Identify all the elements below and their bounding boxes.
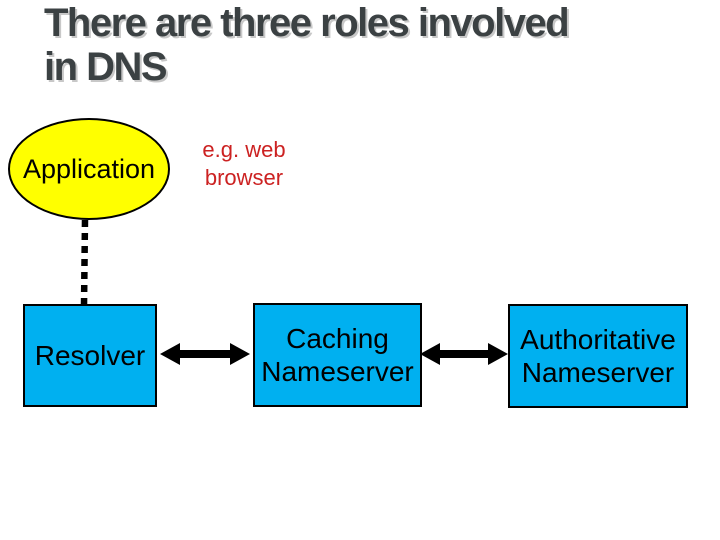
resolver-node: Resolver	[23, 304, 157, 407]
application-label: Application	[22, 153, 156, 184]
web-browser-annotation: e.g. web browser	[188, 136, 300, 192]
annotation-line-2: browser	[204, 165, 284, 190]
slide-title: There are three roles involved in DNS	[44, 1, 684, 89]
authoritative-nameserver-node: Authoritative Nameserver	[508, 304, 688, 408]
title-line-2: in DNS	[44, 45, 168, 89]
caching-label-line-2: Nameserver	[261, 356, 414, 387]
caching-nameserver-node: Caching Nameserver	[253, 303, 422, 407]
caching-label-line-1: Caching	[286, 323, 389, 354]
title-line-1: There are three roles involved	[44, 1, 570, 45]
application-resolver-dashed-connector	[80, 219, 89, 307]
resolver-caching-double-arrow-icon	[160, 343, 250, 365]
caching-authoritative-double-arrow-icon	[420, 343, 508, 365]
authoritative-label-line-1: Authoritative	[520, 324, 676, 355]
resolver-label: Resolver	[34, 340, 146, 371]
annotation-line-1: e.g. web	[202, 137, 286, 162]
authoritative-label-line-2: Nameserver	[521, 357, 675, 388]
application-node: Application	[8, 118, 170, 220]
